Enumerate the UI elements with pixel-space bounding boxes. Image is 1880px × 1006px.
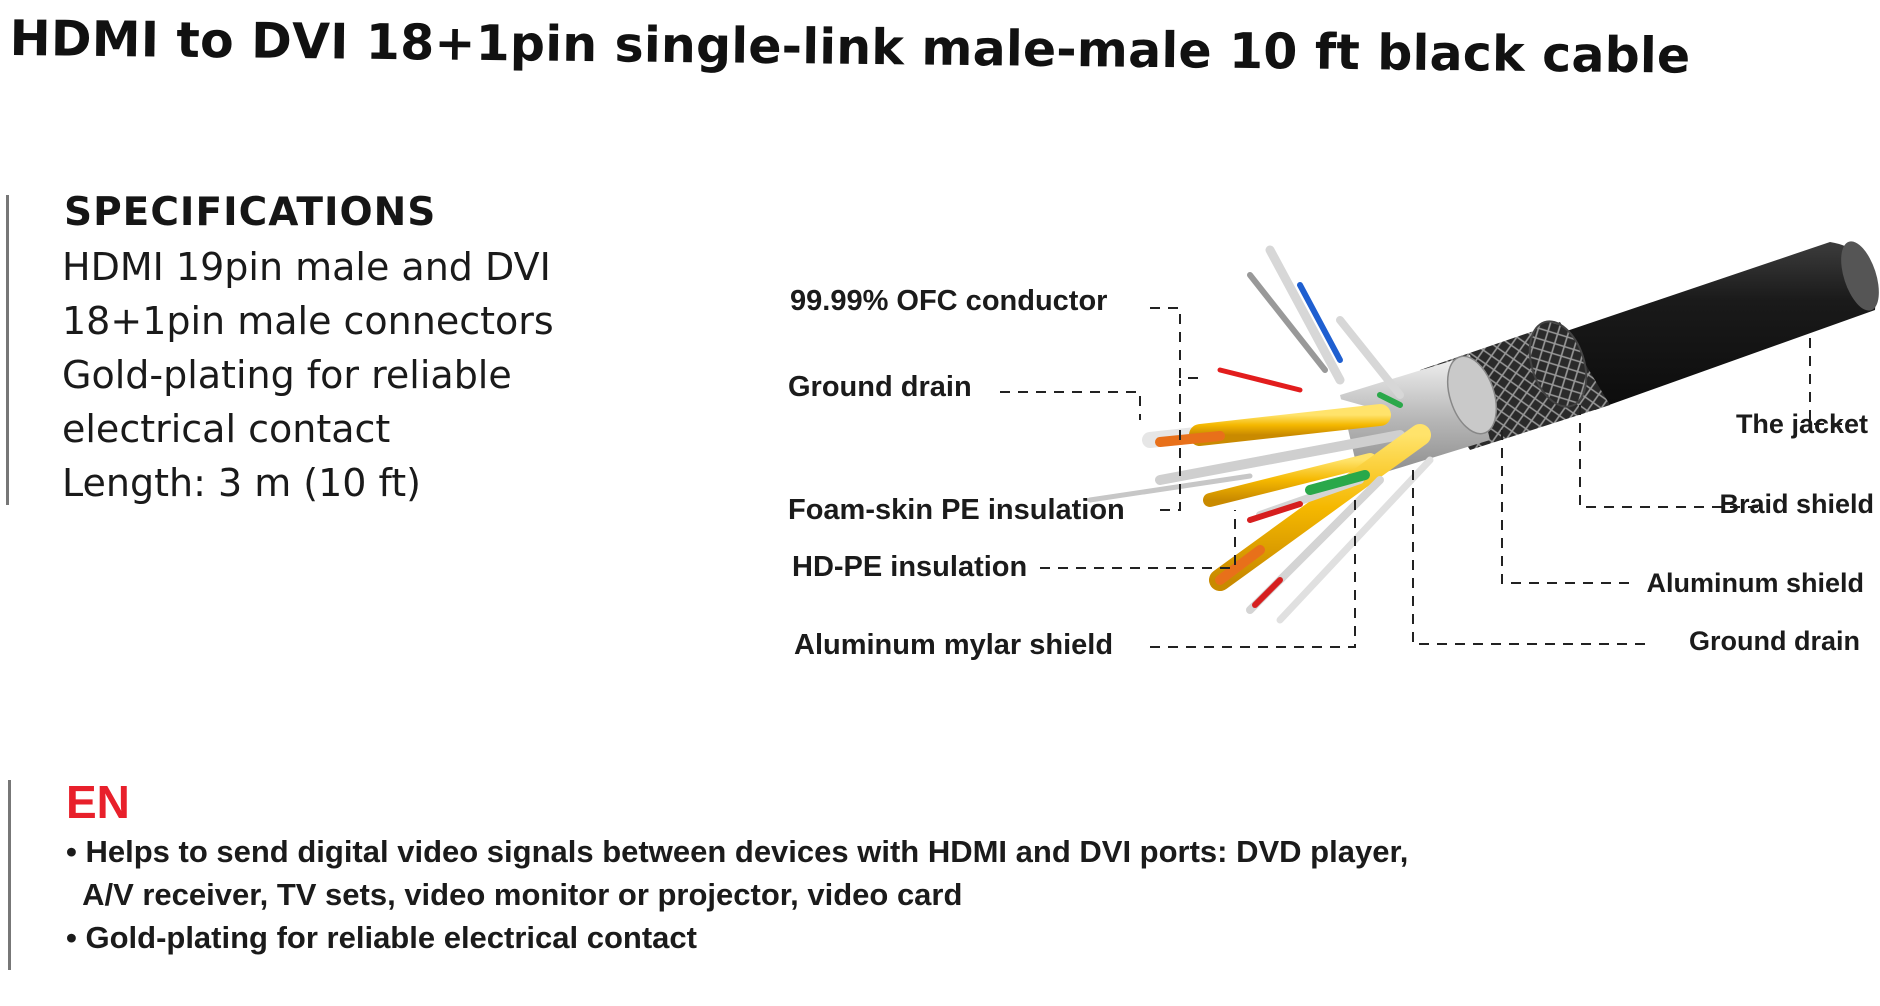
specifications-list: HDMI 19pin male and DVI 18+1pin male con… — [62, 240, 662, 510]
spec-line: Length: 3 m (10 ft) — [62, 461, 421, 505]
description-bullet: A/V receiver, TV sets, video monitor or … — [66, 877, 963, 912]
spec-line: HDMI 19pin male and DVI — [62, 245, 551, 289]
inner-conductors — [1087, 245, 1434, 624]
callout-aluminum-mylar-shield: Aluminum mylar shield — [794, 629, 1113, 661]
spec-section-divider — [6, 195, 9, 505]
callout-hd-pe-insulation: HD-PE insulation — [792, 551, 1027, 583]
aluminum-shield — [1340, 355, 1498, 480]
callout-ofc-conductor: 99.99% OFC conductor — [790, 285, 1107, 317]
cable-cross-section-diagram: 99.99% OFC conductor Ground drain Foam-s… — [780, 230, 1880, 680]
spec-line: Gold-plating for reliable — [62, 353, 512, 397]
specifications-heading: SPECIFICATIONS — [64, 190, 437, 235]
callout-ground-drain-right: Ground drain — [1689, 626, 1860, 656]
callout-braid-shield: Braid shield — [1719, 489, 1874, 519]
callout-leader-lines — [1000, 307, 1843, 648]
callout-foam-skin-pe-insulation: Foam-skin PE insulation — [788, 494, 1125, 526]
description-bullet: • Gold-plating for reliable electrical c… — [66, 920, 697, 955]
description-list: • Helps to send digital video signals be… — [66, 830, 1486, 959]
language-code: EN — [66, 776, 130, 828]
spec-line: 18+1pin male connectors — [62, 299, 554, 343]
description-bullet: • Helps to send digital video signals be… — [66, 834, 1409, 869]
description-section-divider — [8, 780, 11, 970]
callout-aluminum-shield: Aluminum shield — [1646, 568, 1864, 598]
spec-line: electrical contact — [62, 407, 391, 451]
cable-jacket — [1540, 241, 1879, 410]
cable-illustration: 99.99% OFC conductor Ground drain Foam-s… — [788, 241, 1879, 661]
page-title: HDMI to DVI 18+1pin single-link male-mal… — [9, 10, 1691, 85]
callout-the-jacket: The jacket — [1736, 409, 1868, 439]
callout-ground-drain-left: Ground drain — [788, 371, 972, 403]
